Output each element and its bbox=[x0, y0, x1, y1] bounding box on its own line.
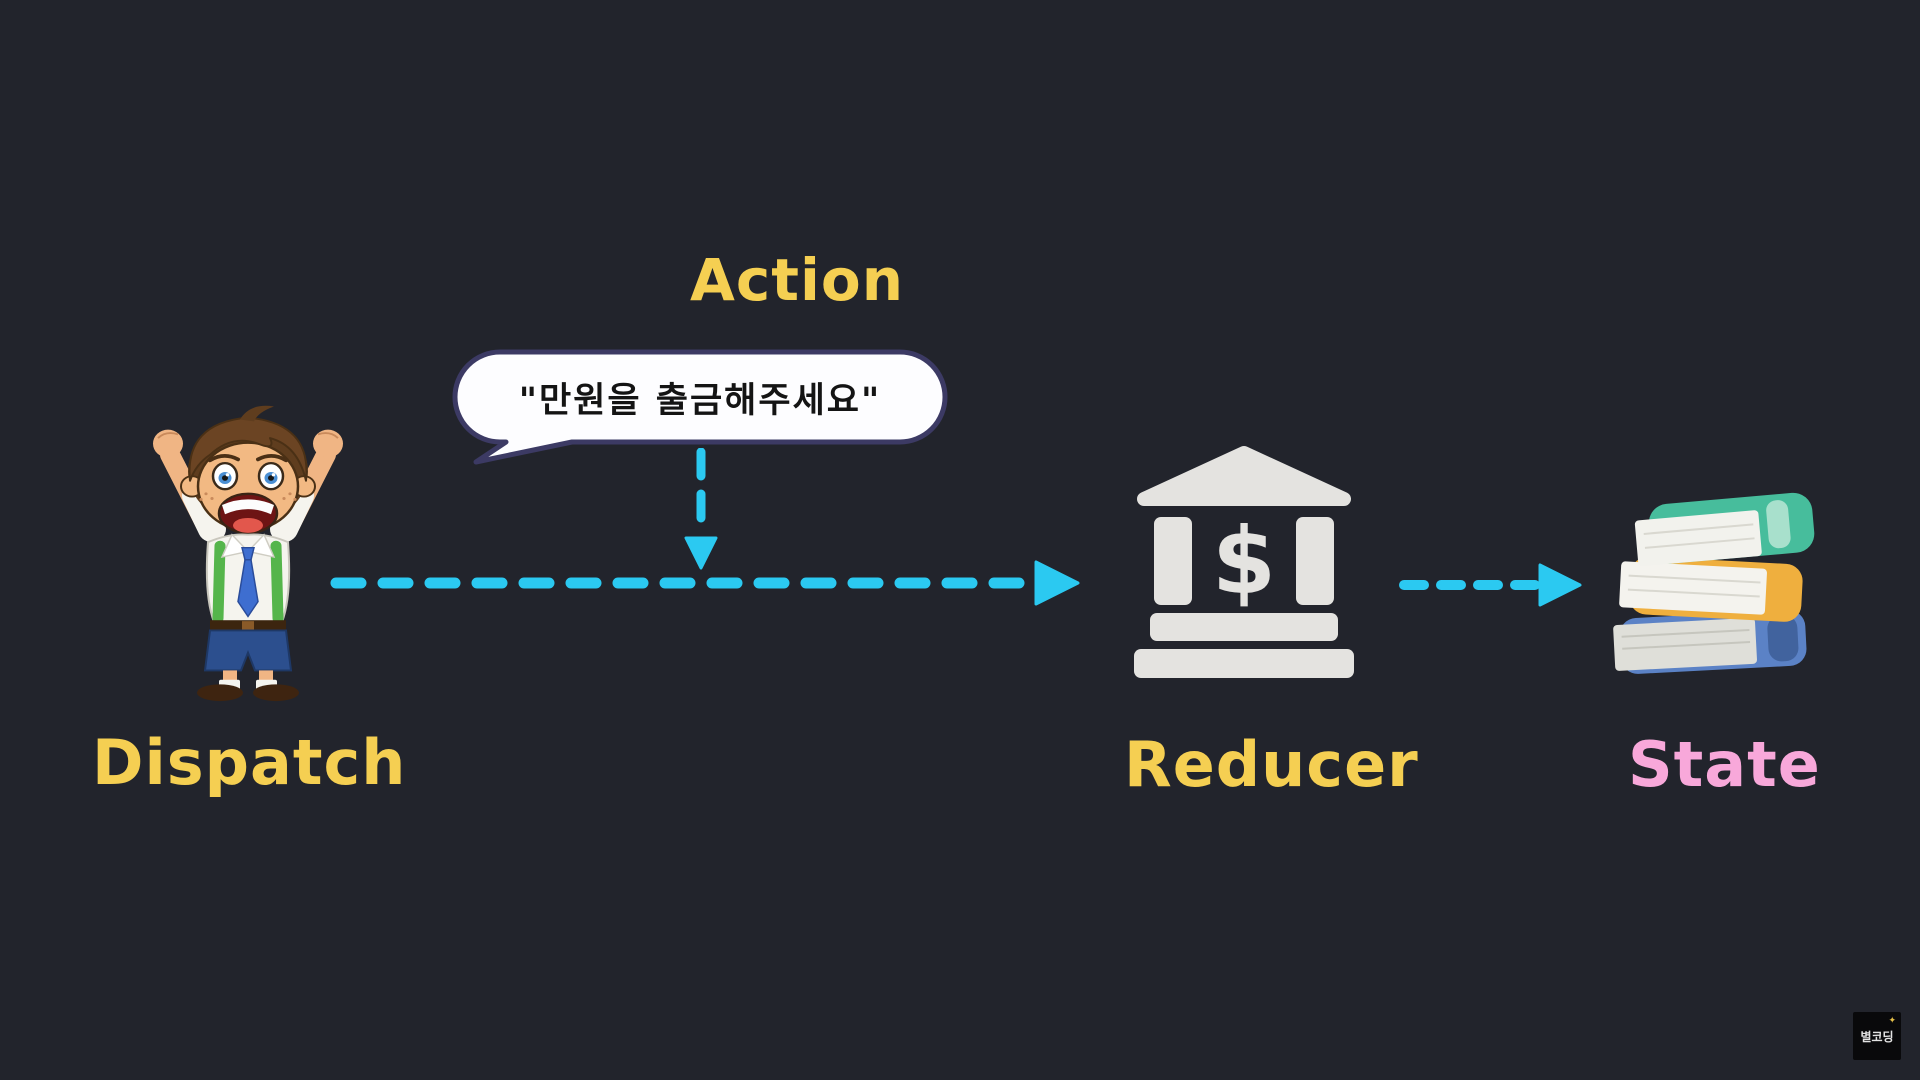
reducer-label: Reducer bbox=[1124, 728, 1419, 801]
dollar-sign: $ bbox=[1212, 508, 1276, 615]
state-label: State bbox=[1628, 728, 1821, 801]
reducer-to-state-arrow-icon bbox=[1399, 563, 1582, 607]
dispatch-to-reducer-arrow-icon bbox=[330, 560, 1080, 606]
dispatch-label: Dispatch bbox=[92, 726, 407, 799]
watermark-star-icon: ✦ bbox=[1888, 1016, 1896, 1026]
watermark-text: 별코딩 bbox=[1860, 1029, 1894, 1044]
bank-icon: $ bbox=[1134, 446, 1354, 678]
speech-bubble-text: "만원을 출금해주세요" bbox=[518, 380, 882, 421]
channel-watermark: 별코딩 ✦ bbox=[1853, 1012, 1901, 1060]
action-title: Action bbox=[690, 246, 905, 314]
speech-bubble bbox=[452, 349, 948, 465]
book-stack-icon bbox=[1613, 492, 1815, 674]
action-arrow-down-icon bbox=[684, 448, 718, 570]
boy-celebrating-icon bbox=[153, 405, 343, 702]
